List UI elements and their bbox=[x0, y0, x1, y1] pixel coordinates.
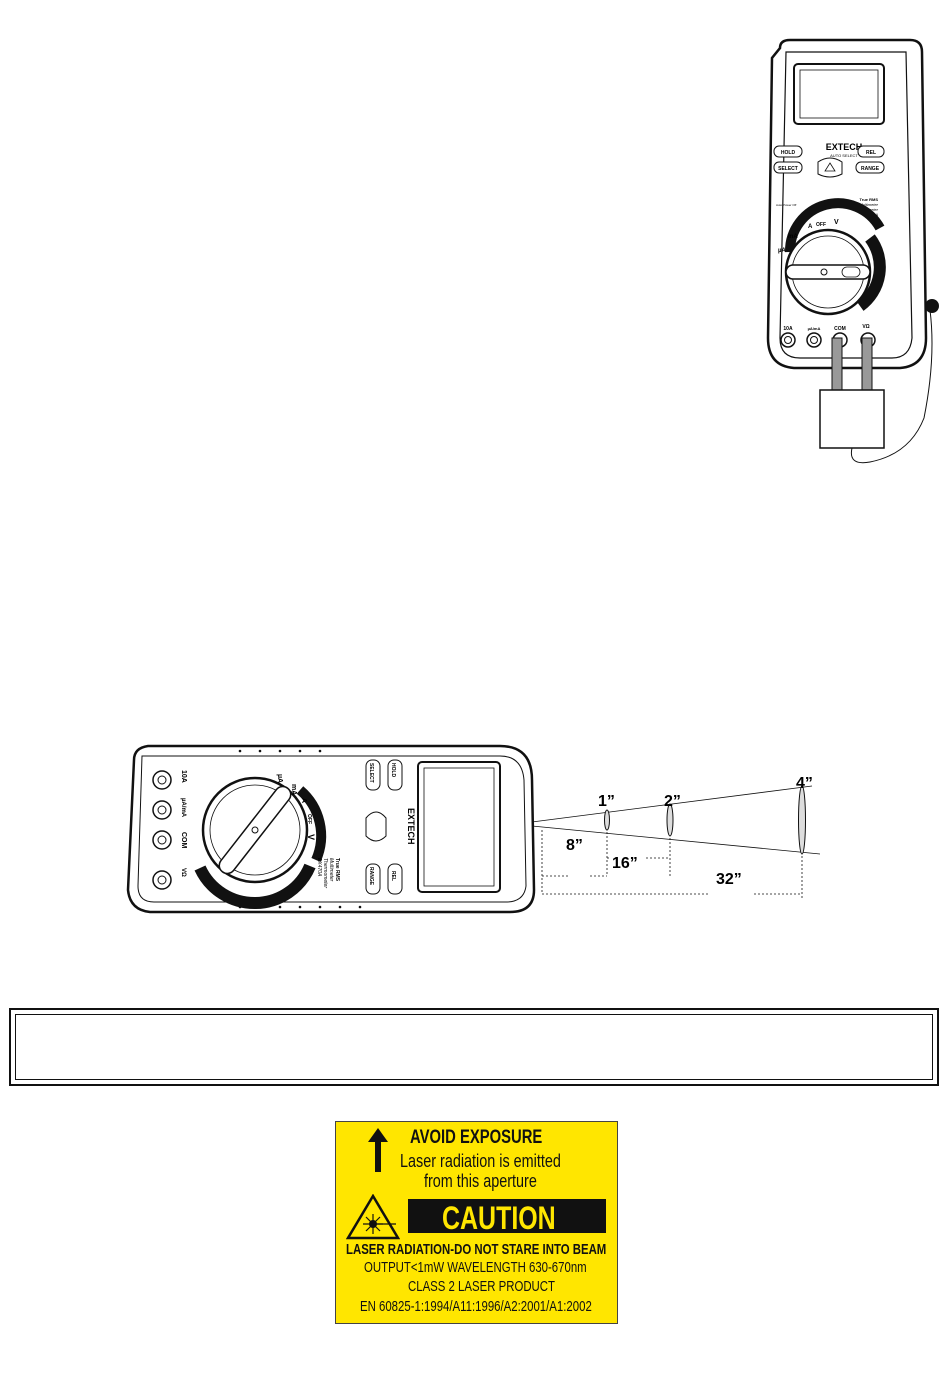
top-meter-range-button[interactable]: RANGE bbox=[855, 161, 885, 174]
svg-text:A: A bbox=[300, 798, 307, 803]
laser-button[interactable] bbox=[817, 157, 843, 178]
side-rel-button[interactable]: REL bbox=[387, 863, 403, 895]
svg-text:µA: µA bbox=[276, 774, 283, 783]
laser-spot-diagram: 10A µA/mA COM VΩ µA mA A OFF V True RMS … bbox=[126, 744, 820, 914]
top-model-line-1: True RMS bbox=[860, 197, 879, 202]
svg-text:OFF: OFF bbox=[816, 222, 826, 228]
class-text: CLASS 2 LASER PRODUCT bbox=[408, 1278, 555, 1295]
svg-text:SELECT: SELECT bbox=[778, 166, 798, 172]
svg-text:mA: mA bbox=[788, 234, 798, 240]
svg-text:V: V bbox=[834, 219, 839, 226]
svg-text:REL: REL bbox=[866, 150, 876, 156]
top-jack-com: COM bbox=[834, 326, 846, 332]
top-jack-10a: 10A bbox=[783, 326, 793, 332]
laser-hazard-icon bbox=[346, 1194, 400, 1240]
side-model-line-1: True RMS bbox=[334, 858, 340, 882]
svg-text:mA: mA bbox=[290, 784, 297, 795]
side-dial-labels: µA mA A OFF V bbox=[276, 774, 316, 840]
side-jack-com: COM bbox=[180, 832, 187, 849]
top-meter-rel-button[interactable]: REL bbox=[857, 145, 885, 158]
svg-text:V: V bbox=[306, 834, 316, 840]
svg-text:OFF: OFF bbox=[306, 814, 312, 824]
top-jack-vohm: VΩ bbox=[862, 324, 869, 330]
side-jack-vohm: VΩ bbox=[180, 868, 186, 877]
top-model-line-2: Multimeter bbox=[859, 202, 878, 207]
svg-text:A: A bbox=[808, 224, 813, 230]
standard-text: EN 60825-1:1994/A11:1996/A2:2001/A1:2002 bbox=[360, 1298, 592, 1315]
side-input-jacks: 10A µA/mA COM VΩ bbox=[152, 770, 187, 890]
distance-8: 8” bbox=[566, 837, 583, 854]
laser-caution-label: AVOID EXPOSURE Laser radiation is emitte… bbox=[335, 1121, 618, 1324]
top-dial-labels: µA mA A OFF V bbox=[778, 219, 839, 254]
side-brand: EXTECH bbox=[406, 808, 416, 845]
top-meter-hold-button[interactable]: HOLD bbox=[773, 145, 803, 158]
laser-warning-icon bbox=[824, 162, 836, 172]
side-range-button[interactable]: RANGE bbox=[365, 863, 381, 895]
svg-text:RANGE: RANGE bbox=[368, 867, 374, 886]
side-laser-button[interactable] bbox=[365, 811, 387, 842]
side-model-line-3: Thermometer bbox=[322, 858, 328, 888]
avoid-exposure-heading: AVOID EXPOSURE bbox=[410, 1127, 543, 1148]
svg-text:HOLD: HOLD bbox=[781, 150, 796, 156]
side-hold-button[interactable]: HOLD bbox=[387, 759, 403, 791]
spot-size-2: 2” bbox=[664, 793, 681, 810]
side-model-line-4: EX470A bbox=[316, 858, 322, 877]
meter-front-illustration: EXTECH AUTO SELECT HOLD REL SELECT RANGE… bbox=[766, 38, 939, 464]
warning-box bbox=[9, 1008, 939, 1086]
spot-size-1: 1” bbox=[598, 793, 615, 810]
output-text: OUTPUT<1mW WAVELENGTH 630-670nm bbox=[364, 1259, 587, 1276]
aperture-line: from this aperture bbox=[424, 1171, 537, 1191]
side-select-button[interactable]: SELECT bbox=[365, 759, 381, 791]
top-auto-power-text: Auto Power Off bbox=[776, 203, 796, 207]
side-model-line-2: Multimeter bbox=[328, 858, 334, 882]
side-jack-uama: µA/mA bbox=[180, 798, 186, 818]
top-meter-brand: EXTECH bbox=[826, 142, 863, 152]
spot-32in bbox=[798, 785, 806, 855]
laser-emitted-line: Laser radiation is emitted bbox=[400, 1151, 561, 1171]
arrow-up-icon bbox=[368, 1128, 388, 1172]
thermocouple-probe-tip bbox=[925, 299, 939, 313]
top-meter-select-button[interactable]: SELECT bbox=[773, 161, 803, 174]
distance-16: 16” bbox=[612, 855, 638, 872]
svg-text:SELECT: SELECT bbox=[368, 763, 374, 783]
spot-8in bbox=[604, 809, 610, 831]
thermocouple-adapter bbox=[819, 389, 885, 449]
svg-text:HOLD: HOLD bbox=[390, 763, 396, 778]
distance-32: 32” bbox=[716, 871, 742, 888]
laser-warning-text: LASER RADIATION-DO NOT STARE INTO BEAM bbox=[346, 1241, 607, 1258]
side-jack-10a: 10A bbox=[180, 770, 187, 783]
svg-text:REL: REL bbox=[390, 871, 396, 881]
caution-text: CAUTION bbox=[442, 1200, 556, 1236]
top-jack-uama: µA/mA bbox=[808, 326, 821, 331]
spot-16in bbox=[666, 803, 674, 837]
caution-banner: CAUTION bbox=[408, 1199, 606, 1236]
svg-text:RANGE: RANGE bbox=[861, 166, 880, 172]
top-meter-brand-sub: AUTO SELECT bbox=[830, 153, 858, 158]
spot-size-4: 4” bbox=[796, 775, 813, 792]
svg-text:µA: µA bbox=[778, 248, 786, 254]
